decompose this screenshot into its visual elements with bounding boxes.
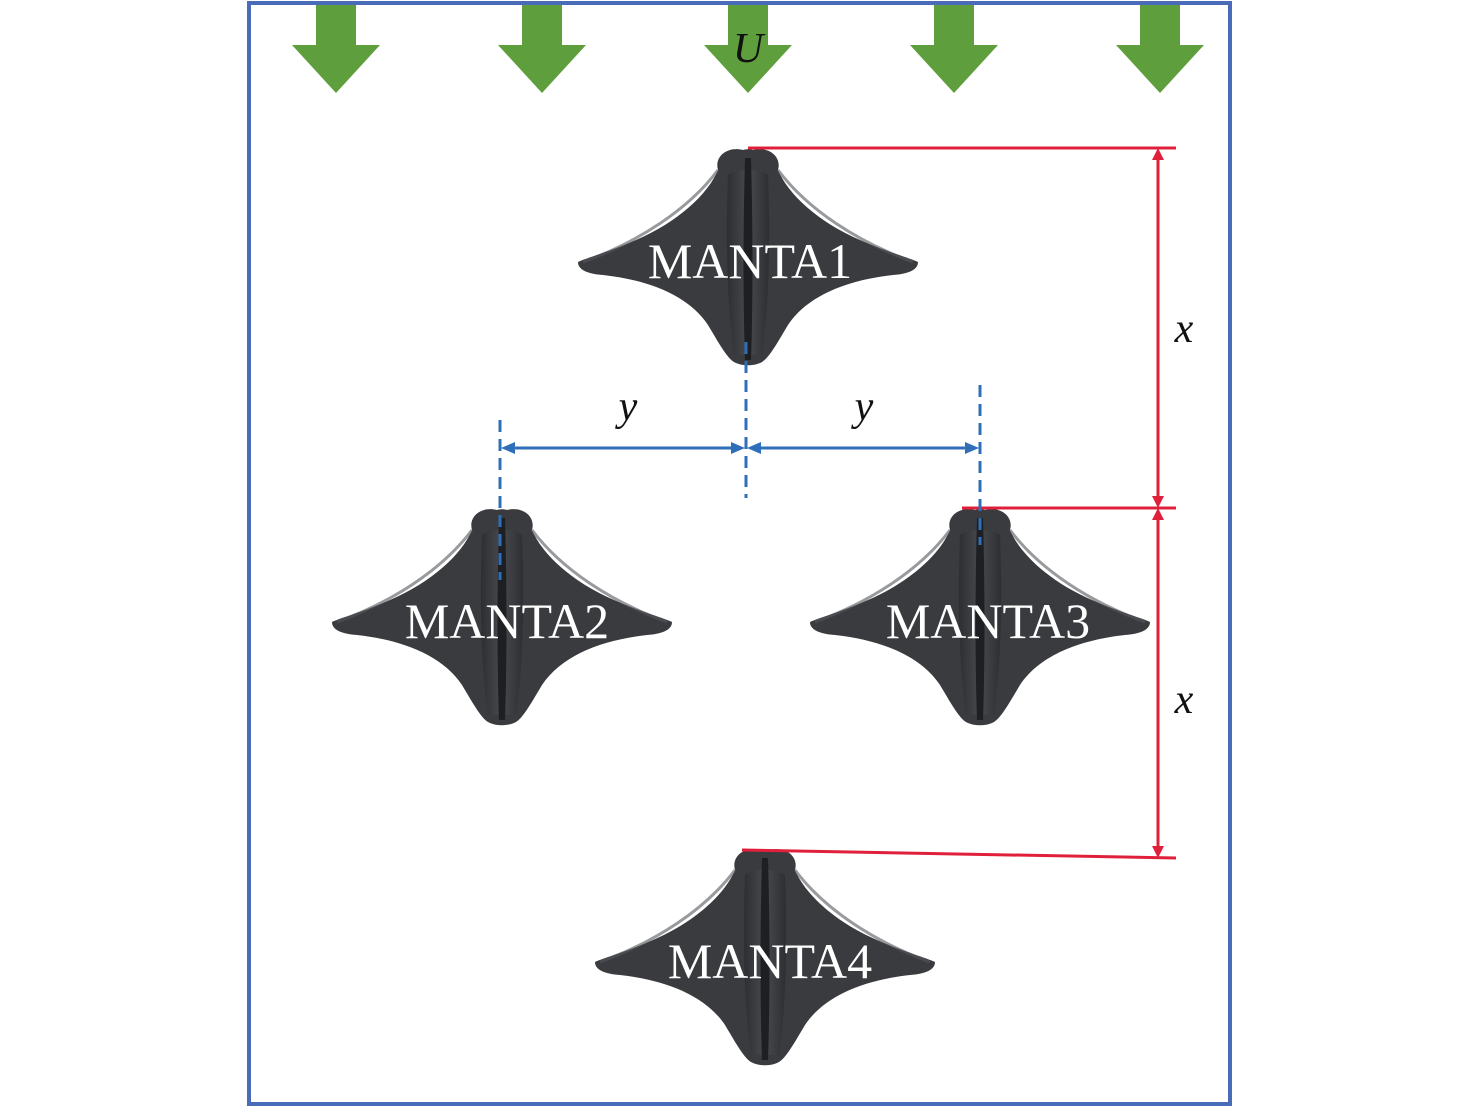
y-dimension-label-2: y	[851, 384, 874, 430]
flow-arrow-5	[1116, 5, 1204, 93]
x-dimension-label-2: x	[1174, 677, 1194, 723]
y-dimension-label-1: y	[615, 384, 638, 430]
manta-1: MANTA1	[576, 147, 920, 367]
flow-arrow-2	[498, 5, 586, 93]
manta-2-label: MANTA2	[405, 593, 609, 649]
x-dimension-label-1: x	[1174, 306, 1194, 352]
manta-3: MANTA3	[808, 507, 1152, 727]
flow-arrow-1	[292, 5, 380, 93]
manta-1-label: MANTA1	[648, 233, 852, 289]
domain-frame	[247, 1, 1232, 1106]
x-ref-line-manta4	[741, 848, 1177, 860]
manta-4: MANTA4	[593, 847, 937, 1067]
y-dimension: y y	[498, 342, 982, 580]
flow-arrow-4	[910, 5, 998, 93]
manta-3-label: MANTA3	[886, 593, 1090, 649]
manta-4-label: MANTA4	[668, 933, 872, 989]
flow-velocity-label: U	[733, 26, 766, 72]
manta-2: MANTA2	[330, 507, 674, 727]
x-dimension: x x	[741, 146, 1194, 860]
